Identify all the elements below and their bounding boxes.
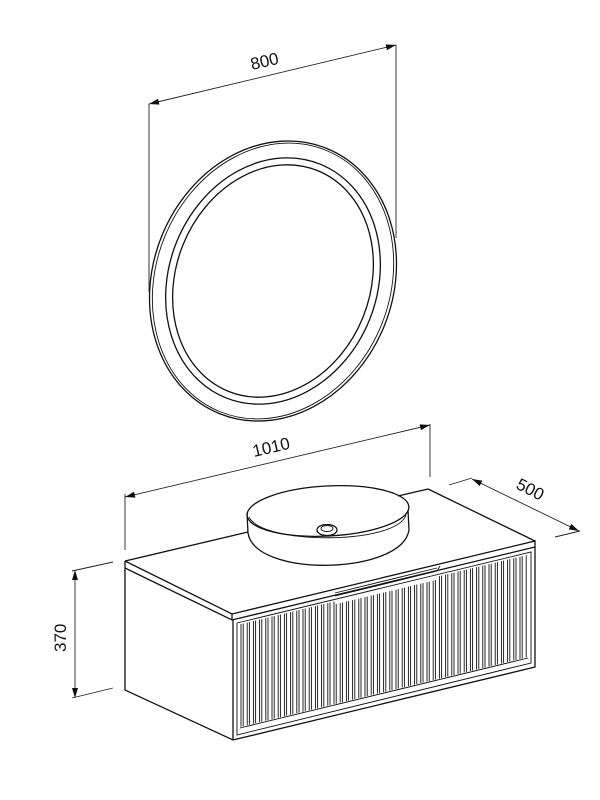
vanity-cabinet [124,488,536,741]
round-mirror [148,140,398,422]
vessel-basin [246,485,410,566]
vanity-height-label: 370 [51,624,70,652]
vanity-width-dimension: 1010 [124,424,431,550]
vanity-depth-label: 500 [513,475,547,505]
drawer-flutes [240,555,527,727]
vanity-width-label: 1010 [251,434,292,461]
vanity-height-dimension: 370 [51,561,114,699]
drain-icon [316,523,338,537]
mirror-width-label: 800 [249,49,281,74]
vanity-depth-dimension: 500 [448,475,581,538]
